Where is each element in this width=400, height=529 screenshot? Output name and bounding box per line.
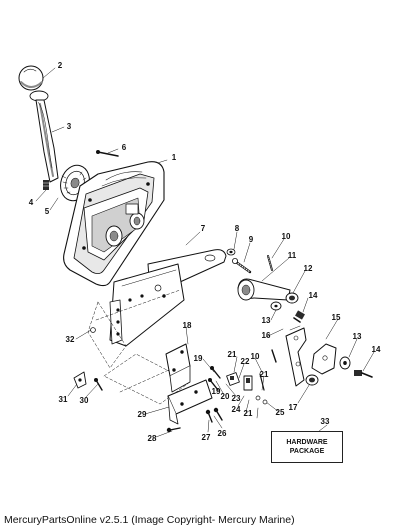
callout-21-lower: 21	[243, 409, 253, 418]
part-19-screws	[207, 365, 221, 391]
callout-28: 28	[147, 434, 157, 443]
callout-27: 27	[201, 433, 211, 442]
part-31-clip	[73, 371, 87, 389]
callout-29: 29	[137, 410, 147, 419]
part-12-bushing	[285, 292, 299, 304]
callout-14: 14	[308, 291, 318, 300]
part-9-bolt	[231, 257, 252, 274]
callout-33: 33	[320, 417, 330, 426]
callout-23: 23	[231, 394, 241, 403]
part-21-pins	[255, 373, 268, 405]
callout-10-lower: 10	[250, 352, 260, 361]
callout-16: 16	[261, 331, 271, 340]
part-28-screw	[166, 427, 181, 433]
callout-12: 12	[303, 264, 313, 273]
part-22-switch	[226, 372, 240, 386]
callout-18: 18	[182, 321, 192, 330]
callout-19: 19	[193, 354, 203, 363]
callout-30: 30	[79, 396, 89, 405]
part-29-mount-bracket	[167, 379, 213, 425]
part-26-screws	[205, 407, 223, 423]
callout-11: 11	[287, 251, 297, 260]
part-10-spring-pin	[267, 255, 273, 271]
hardware-package-box: HARDWARE PACKAGE	[271, 431, 343, 463]
callout-15: 15	[331, 313, 341, 322]
callout-24: 24	[231, 405, 241, 414]
callout-22: 22	[240, 357, 250, 366]
part-24-switch	[243, 375, 253, 391]
callout-21-right: 21	[259, 370, 269, 379]
part-11-cam-bracket	[237, 278, 291, 301]
callout-7: 7	[200, 224, 206, 233]
part-8-nut	[226, 248, 236, 256]
part-32-washer	[90, 327, 96, 333]
part-14-screw-upper	[293, 310, 305, 323]
mounting-plate	[109, 263, 185, 347]
hardware-package-line1: HARDWARE	[286, 439, 328, 446]
part-4-screw	[42, 180, 50, 190]
callout-32: 32	[65, 335, 75, 344]
part-6-pin	[96, 149, 119, 157]
part-3-handle-arm	[35, 99, 59, 183]
part-14-screw-lower	[354, 370, 373, 378]
callout-13-lower: 13	[352, 332, 362, 341]
callout-14-lower: 14	[371, 345, 381, 354]
part-18-switch-bracket	[165, 343, 191, 393]
part-30-screw	[94, 377, 103, 391]
part-1-housing	[63, 161, 165, 287]
callout-8: 8	[234, 224, 240, 233]
callout-4: 4	[28, 198, 34, 207]
hardware-package-line2: PACKAGE	[289, 448, 325, 455]
part-2-knob	[18, 65, 49, 102]
callout-2: 2	[57, 61, 63, 70]
callout-19-lower: 19	[211, 387, 221, 396]
callout-25: 25	[275, 408, 285, 417]
part-17-bushing	[305, 374, 319, 386]
callout-17: 17	[288, 403, 298, 412]
part-13-washer-lower	[339, 356, 351, 370]
copyright-footer: MercuryPartsOnline v2.5.1 (Image Copyrig…	[4, 514, 295, 526]
callout-3: 3	[66, 122, 72, 131]
callout-26: 26	[217, 429, 227, 438]
callout-20: 20	[220, 392, 230, 401]
callout-1: 1	[171, 153, 177, 162]
callout-13: 13	[261, 316, 271, 325]
part-13-washer-upper	[270, 301, 282, 311]
callout-5: 5	[44, 207, 50, 216]
callout-10: 10	[281, 232, 291, 241]
part-10-lower-pin	[271, 349, 277, 363]
part-15-bracket	[311, 343, 337, 375]
callout-21: 21	[227, 350, 237, 359]
callout-6: 6	[121, 143, 127, 152]
callout-31: 31	[58, 395, 68, 404]
callout-9: 9	[248, 235, 254, 244]
part-16-lever-plate	[285, 325, 307, 387]
